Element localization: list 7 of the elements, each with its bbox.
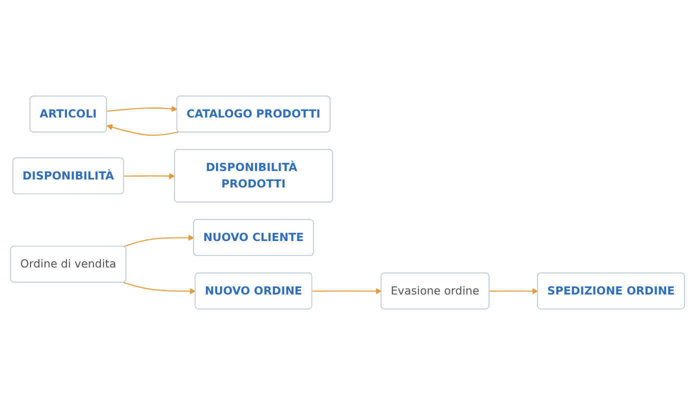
arrow bbox=[106, 124, 179, 136]
arrow bbox=[124, 173, 176, 180]
arrow bbox=[489, 288, 538, 294]
arrow bbox=[123, 282, 196, 294]
arrow bbox=[312, 288, 382, 294]
arrow bbox=[123, 234, 194, 248]
arrow bbox=[106, 106, 178, 112]
